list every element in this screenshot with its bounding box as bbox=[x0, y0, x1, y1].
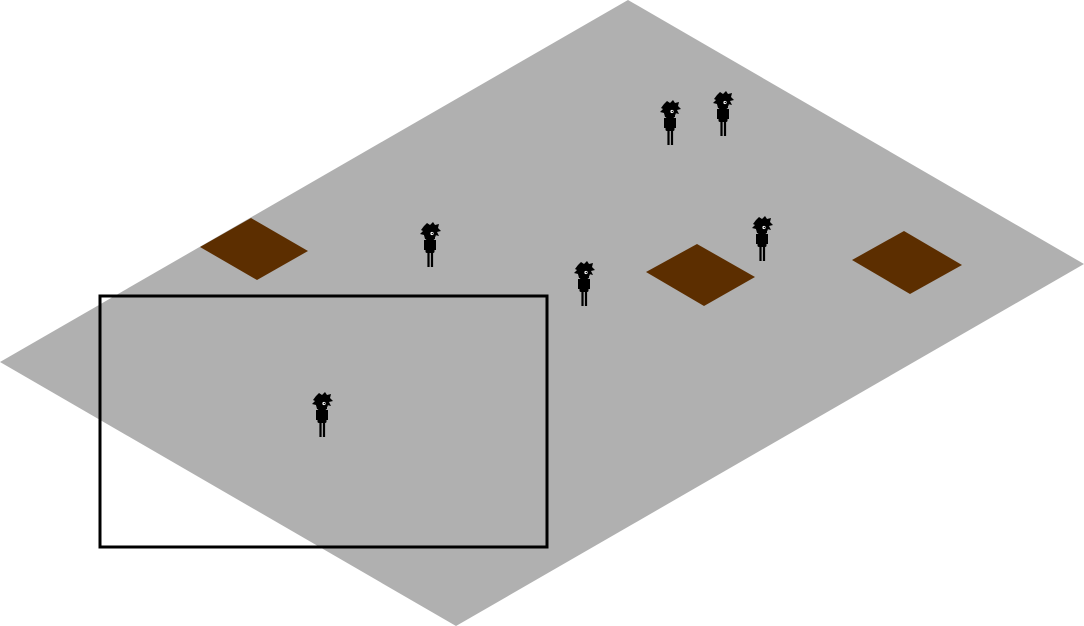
character-5[interactable] bbox=[574, 261, 595, 306]
dirt-tile-1[interactable] bbox=[200, 218, 308, 280]
character-6[interactable] bbox=[312, 392, 333, 437]
character-3[interactable] bbox=[420, 222, 441, 267]
character-1[interactable] bbox=[660, 100, 681, 145]
selection-box[interactable] bbox=[98, 294, 549, 549]
dirt-tile-2[interactable] bbox=[646, 244, 755, 306]
dirt-tile-3[interactable] bbox=[852, 231, 962, 294]
character-2[interactable] bbox=[713, 91, 734, 136]
character-4[interactable] bbox=[752, 216, 773, 261]
